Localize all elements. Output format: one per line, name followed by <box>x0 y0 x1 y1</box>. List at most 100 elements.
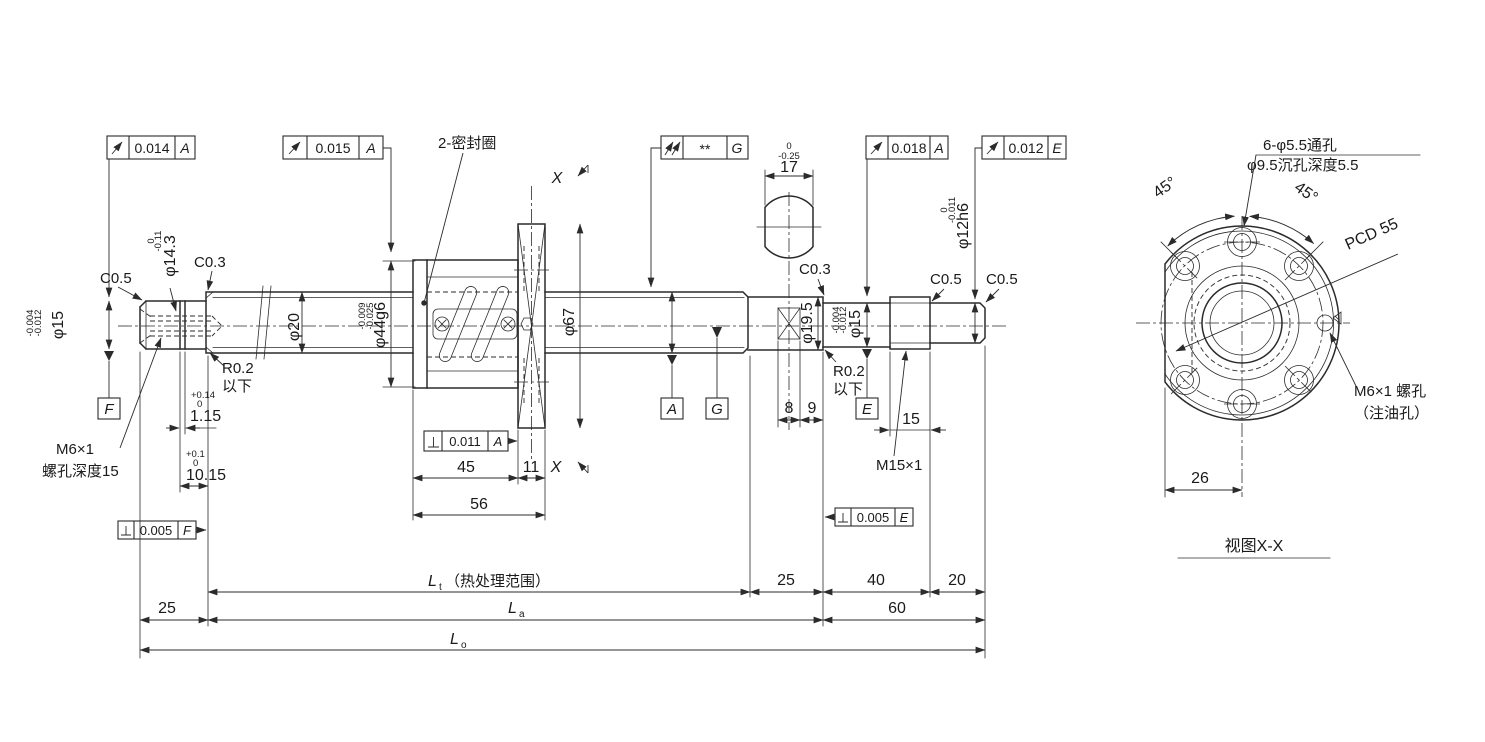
fcf-datum: E <box>900 510 909 525</box>
circular-runout-icon <box>986 141 999 155</box>
tolerance-lower: -0.012 <box>838 307 849 334</box>
fcf-total-runout: ** G <box>647 135 749 288</box>
dim-value: 56 <box>470 496 488 513</box>
dim-value: 8 <box>785 400 794 417</box>
tolerance-lower: -0.25 <box>778 151 800 162</box>
holes-note: 6-φ5.5通孔 <box>1263 137 1337 154</box>
dim-lt-note: （热处理范围） <box>445 573 550 590</box>
journal-phi15-right <box>822 302 891 348</box>
datum-letter: A <box>666 401 677 418</box>
tolerance-lower: -0.012 <box>33 310 44 337</box>
fillet-note-sub: 以下 <box>833 381 863 398</box>
dim-value: 26 <box>1191 470 1209 487</box>
dim-8-9: 8 9 <box>777 400 824 424</box>
counterbore-note: φ9.5沉孔深度5.5 <box>1247 157 1358 174</box>
diameter-value: φ12h6 <box>955 203 972 249</box>
fcf-perp-f: 0.005 F <box>117 520 207 540</box>
diameter-dimensions <box>298 223 979 429</box>
tolerance-upper: 0 <box>786 141 791 152</box>
oil-hole-section <box>520 317 534 331</box>
nut-flange <box>514 186 549 462</box>
dim-value: 45 <box>457 459 475 476</box>
dim-value: 25 <box>158 600 176 617</box>
fcf-value: ** <box>700 141 711 157</box>
fcf-datum: E <box>1052 140 1062 156</box>
diameter-value: φ14.3 <box>162 235 179 277</box>
dim-row-la: 25 L a 60 <box>139 600 986 624</box>
dim-value: 11 <box>523 459 540 476</box>
dim-26: 26 <box>1164 470 1243 494</box>
label-phi14-3: 0 -0.11 φ14.3 <box>146 231 179 312</box>
seal-note: 2-密封圈 <box>438 135 496 152</box>
label-phi19-5: φ19.5 <box>799 302 816 344</box>
nut-label-plate <box>432 308 518 340</box>
tolerance-lower: -0.11 <box>153 231 164 252</box>
diameter-value: φ15 <box>847 310 864 338</box>
dim-value: 1.15 <box>190 408 221 425</box>
dim-value: 17 <box>780 159 798 176</box>
note-m15: M15×1 <box>876 350 922 474</box>
dim-value: 60 <box>888 600 906 617</box>
tolerance-upper: -0.004 <box>831 307 842 334</box>
fcf-value: 0.018 <box>891 140 926 156</box>
label-phi15-right: -0.004 -0.012 φ15 <box>831 307 864 339</box>
note-oil-hole: M6×1 螺孔 （注油孔） <box>1329 332 1429 422</box>
datum-f: F <box>97 300 121 420</box>
dim-value: 20 <box>948 572 966 589</box>
fcf-datum: F <box>183 523 192 538</box>
note-seal: 2-密封圈 <box>421 135 496 306</box>
dim-45-11-56: 45 11 56 <box>412 459 546 519</box>
label-phi20: φ20 <box>286 313 303 341</box>
note-r02-right: R0.2 以下 <box>824 349 865 398</box>
oil-hole-note-sub: （注油孔） <box>1354 405 1429 422</box>
note-c05-end: C0.5 <box>985 271 1018 303</box>
total-runout-icon <box>664 141 674 156</box>
center-bore <box>1201 282 1283 364</box>
circular-runout-icon <box>111 141 123 155</box>
dim-row-lt: L t （热处理范围） 25 40 20 <box>207 572 986 596</box>
label-phi12h6: 0 -0.011 φ12h6 <box>939 197 972 249</box>
dim-value: 9 <box>808 400 817 417</box>
fcf-value: 0.012 <box>1008 140 1043 156</box>
chamfer-note: C0.5 <box>930 271 962 288</box>
section-arrow-top: X <box>551 164 589 187</box>
dim-lt: L <box>428 573 437 590</box>
fcf-runout-2: 0.015 A <box>282 135 395 253</box>
datum-a: A <box>660 291 684 420</box>
fcf-value: 0.011 <box>449 434 481 449</box>
tolerance-upper: +0.1 <box>186 449 205 460</box>
dim-value: 10.15 <box>186 467 226 484</box>
total-runout-icon <box>671 141 681 156</box>
dim-la: L <box>508 600 517 617</box>
dim-1-15: +0.14 0 1.15 <box>166 390 221 432</box>
oil-hole-note: M6×1 螺孔 <box>1354 383 1426 400</box>
section-label-bottom: X <box>550 459 563 476</box>
thread-depth-note: 螺孔深度15 <box>42 463 119 480</box>
chamfer-note: C0.3 <box>194 254 226 271</box>
dim-value: 25 <box>777 572 795 589</box>
fillet-note-sub: 以下 <box>222 378 252 395</box>
thread-m15 <box>889 296 931 350</box>
plate-screw-left <box>434 316 450 332</box>
note-r02-left: R0.2 以下 <box>209 352 254 395</box>
oil-hole <box>1316 311 1342 332</box>
dim-la-sub: a <box>519 609 525 620</box>
fcf-value: 0.015 <box>315 140 350 156</box>
note-c03-right: C0.3 <box>799 261 831 296</box>
left-stub-outline <box>138 299 207 351</box>
dim-value: 15 <box>902 411 920 428</box>
dim-lo-sub: o <box>461 640 467 651</box>
note-bolt-holes: 6-φ5.5通孔 φ9.5沉孔深度5.5 <box>1242 137 1421 227</box>
datum-letter: E <box>862 401 873 418</box>
fillet-note: R0.2 <box>833 363 865 380</box>
fcf-perp-a: 0.011 A <box>423 430 518 452</box>
note-c05-m15: C0.5 <box>930 271 962 302</box>
chamfer-note: C0.5 <box>986 271 1018 288</box>
plate-screw-right <box>500 316 516 332</box>
datum-letter: F <box>104 401 114 418</box>
datum-e: E <box>855 302 879 420</box>
fcf-value: 0.005 <box>140 523 173 538</box>
thread-note: M6×1 <box>56 441 94 458</box>
